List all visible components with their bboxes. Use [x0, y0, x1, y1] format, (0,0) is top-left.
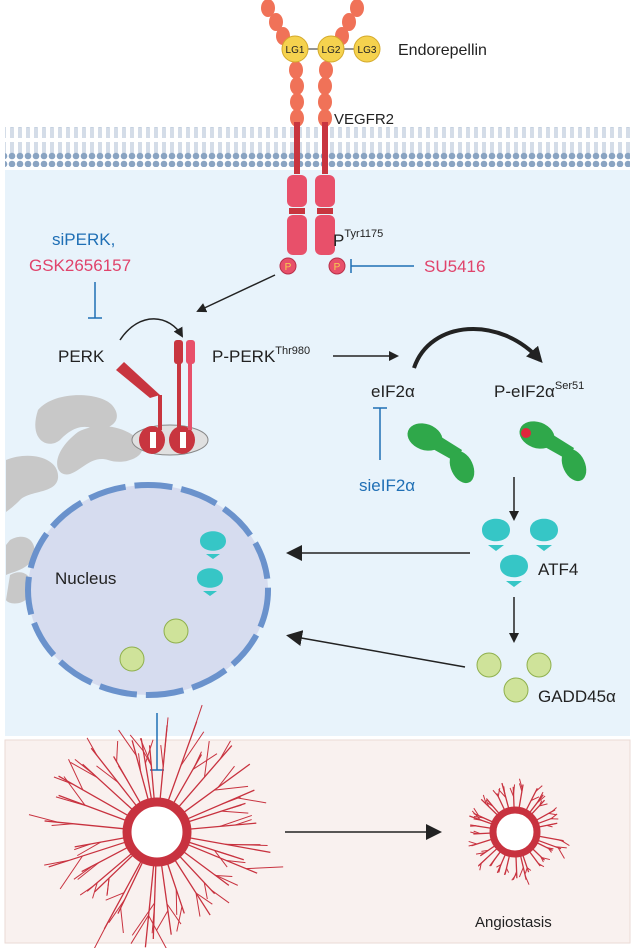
su5416-label: SU5416 [424, 257, 485, 276]
nucleus [25, 482, 271, 698]
p-eif2a-protein [519, 421, 587, 482]
p-perk-label: P-PERKThr980 [212, 345, 310, 366]
gadd45a-label: GADD45α [538, 687, 616, 706]
nuclear-atf4 [197, 531, 226, 596]
angiostatic-vessel [468, 778, 570, 885]
sieif2a-label: sieIF2α [359, 476, 415, 495]
vegfr2-label: VEGFR2 [334, 111, 394, 128]
svg-text:P: P [285, 262, 292, 273]
atf4-label: ATF4 [538, 560, 578, 579]
svg-text:P: P [334, 262, 341, 273]
gsk2656157-label: GSK2656157 [29, 256, 131, 275]
eif2a-label: eIF2α [371, 382, 415, 401]
lg2-label: LG2 [322, 45, 341, 56]
lg1-label: LG1 [286, 45, 305, 56]
plasma-membrane [5, 127, 630, 167]
endorepellin-lg-domains: LG1 LG2 LG3 [281, 35, 381, 63]
eif2a-phosphorylation-arrow [412, 327, 543, 369]
ser51-phospho-dot [521, 428, 531, 438]
perk-activation-arrow [119, 318, 183, 341]
p-tyr1175-label: PTyr1175 [333, 228, 383, 250]
phosphate-tyr1175: P P [279, 257, 346, 275]
endorepellin-label: Endorepellin [398, 42, 487, 59]
sprouting-vessel [28, 704, 284, 948]
gadd45a-proteins [476, 652, 552, 703]
gadd45a-to-nucleus-arrow [286, 630, 466, 668]
lg3-label: LG3 [358, 45, 377, 56]
angiostasis-label: Angiostasis [475, 914, 552, 931]
vegfr2-to-perk-arrow [196, 274, 276, 313]
siperk-label: siPERK, [52, 230, 115, 249]
atf4-proteins [482, 518, 558, 587]
nucleus-label: Nucleus [55, 569, 116, 588]
p-eif2a-label: P-eIF2αSer51 [494, 380, 584, 401]
eif2a-protein [407, 423, 475, 484]
perk-dimer [116, 340, 209, 456]
nuclear-gadd45a [119, 618, 189, 672]
perk-label: PERK [58, 347, 105, 366]
